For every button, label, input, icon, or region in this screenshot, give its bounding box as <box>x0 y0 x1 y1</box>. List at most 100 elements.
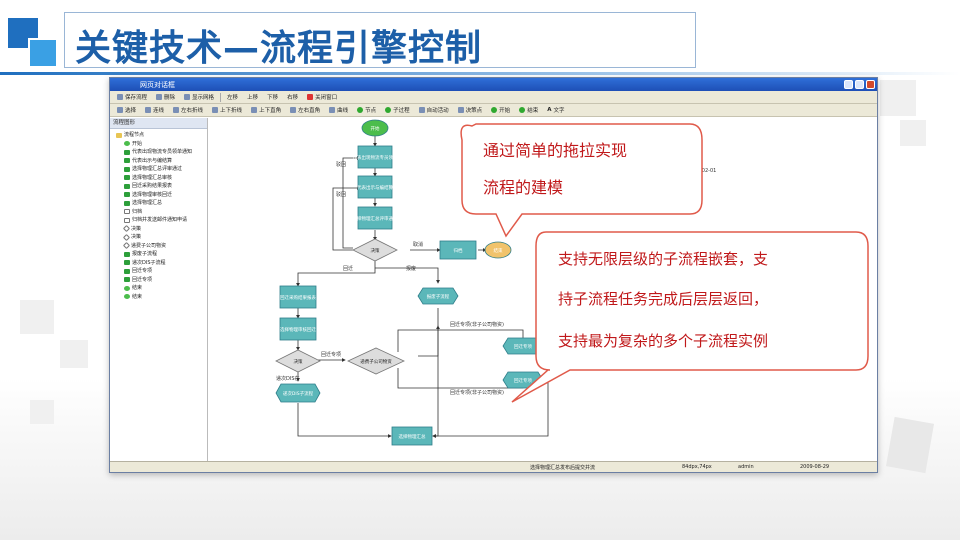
delete-button[interactable]: 删除 <box>153 93 178 101</box>
flow-node-n5[interactable]: 选择物理审核回迁 <box>279 317 316 341</box>
tree-item[interactable]: 选择物理审核回迁 <box>116 191 207 200</box>
node-label: 开始 <box>371 125 380 132</box>
curve-icon <box>329 107 336 113</box>
tool-curve[interactable]: 曲线 <box>326 106 351 114</box>
node-shape <box>439 240 477 260</box>
tree-item[interactable]: 报废子流程 <box>116 250 207 259</box>
move-down-button[interactable]: 下移 <box>264 93 281 101</box>
tree-item-label: 决策 <box>131 225 142 232</box>
status-user: admin <box>738 464 754 470</box>
tool-decision[interactable]: 决策点 <box>455 106 486 114</box>
tool-label: 上下折线 <box>220 108 243 114</box>
tree-item[interactable]: 代表出现物流专员领单通知 <box>116 148 207 157</box>
tree-item[interactable]: 选择物理汇总评审通过 <box>116 165 207 174</box>
tree-item[interactable]: 递次DIS子流程 <box>116 259 207 268</box>
close-window-button[interactable]: 关闭窗口 <box>304 93 340 101</box>
tool-auto-activity[interactable]: 自动活动 <box>416 106 452 114</box>
move-left-button[interactable]: 左移 <box>224 93 241 101</box>
flow-node-n3[interactable]: 选择物理汇总评审通过 <box>353 206 398 230</box>
tool-lr-right-angle[interactable]: 左右直角 <box>287 106 323 114</box>
tree-item[interactable]: 递费子公司物资 <box>116 242 207 251</box>
green-node-icon <box>124 158 130 164</box>
node-shape <box>275 383 321 403</box>
tool-label: 决策点 <box>465 108 483 114</box>
tree-item[interactable]: 决策 <box>116 225 207 234</box>
tool-ud-right-angle[interactable]: 上下直角 <box>248 106 284 114</box>
move-left-label: 左移 <box>227 95 239 101</box>
decor-square <box>900 120 926 146</box>
tool-end[interactable]: 结束 <box>516 106 541 114</box>
tool-lr-polyline[interactable]: 左右折线 <box>170 106 206 114</box>
tool-start[interactable]: 开始 <box>488 106 513 114</box>
edge-label-return-sub: 回迁专项(非子公司物资) <box>450 389 504 396</box>
tree-item[interactable]: 决策 <box>116 233 207 242</box>
tree-item[interactable]: 回迁采购结果报表 <box>116 182 207 191</box>
tree-item[interactable]: 结束 <box>116 284 207 293</box>
flow-node-archive[interactable]: 归档 <box>439 240 477 260</box>
node-shape <box>361 119 389 137</box>
tree-item[interactable]: 回迁专项 <box>116 267 207 276</box>
flow-node-n10[interactable]: 选择物理汇总 <box>391 426 433 446</box>
flow-node-decision2[interactable]: 决策 <box>275 349 321 373</box>
tree-item[interactable]: 结束 <box>116 293 207 302</box>
tree-item[interactable]: 代表出示与编结算 <box>116 157 207 166</box>
status-bar: 选择物理汇总发布后提交并流 84dpx,74px admin 2009-08-2… <box>110 461 877 472</box>
tree-item-label: 归档并发送邮件通知申请 <box>132 217 188 223</box>
tree-item-label: 结束 <box>132 285 143 291</box>
flow-tree-panel: 流程图形 流程节点开始代表出现物流专员领单通知代表出示与编结算选择物理汇总评审通… <box>110 118 208 462</box>
tool-label: 左右折线 <box>181 108 204 114</box>
node-label: 递次DIS子流程 <box>283 390 314 397</box>
tool-line[interactable]: 连线 <box>142 106 167 114</box>
green-node-icon <box>124 183 130 189</box>
tree-item[interactable]: 选择物理汇总审核 <box>116 174 207 183</box>
flow-node-n8[interactable]: 回迁专项 <box>502 337 544 355</box>
tree-item[interactable]: 选择物理汇总 <box>116 199 207 208</box>
maximize-button[interactable] <box>855 80 864 89</box>
tool-subprocess[interactable]: 子过程 <box>382 106 413 114</box>
flow-node-decision3[interactable]: 递费子公司物资 <box>347 347 405 375</box>
flow-node-decision1[interactable]: 决策 <box>352 238 398 262</box>
edge-label-return-dedicated: 回迁专项 <box>321 351 341 358</box>
white-node-icon <box>124 209 130 215</box>
tree-item-label: 回迁采购结果报表 <box>132 183 173 189</box>
flow-node-start[interactable]: 开始 <box>361 119 389 137</box>
close-button[interactable] <box>866 80 875 89</box>
flow-info-date: 发布时间: 2011-02-01 <box>664 167 716 174</box>
tree-item-label: 回迁专项 <box>132 268 153 274</box>
tree-item[interactable]: 归档并发送邮件通知申请 <box>116 216 207 225</box>
show-grid-button[interactable]: 显示网格 <box>181 93 217 101</box>
move-up-button[interactable]: 上移 <box>244 93 261 101</box>
edge-label-dis: 递次DIS在 <box>276 375 300 382</box>
tool-ud-polyline[interactable]: 上下折线 <box>209 106 245 114</box>
tree-item[interactable]: 回迁专项 <box>116 276 207 285</box>
tree-item[interactable]: 流程节点 <box>116 131 207 140</box>
tree-item-label: 回迁专项 <box>132 276 153 283</box>
tree-item[interactable]: 开始 <box>116 140 207 149</box>
node-shape <box>417 287 459 305</box>
close-window-label: 关闭窗口 <box>315 95 338 101</box>
flow-node-n2[interactable]: 代表出示与编结算 <box>357 175 393 199</box>
node-shape <box>357 206 393 230</box>
flow-node-n7[interactable]: 报废子流程 <box>417 287 459 305</box>
green-node-icon <box>124 251 130 257</box>
folder-node-icon <box>116 132 122 138</box>
flow-node-end[interactable]: 结束 <box>484 241 512 259</box>
tool-node[interactable]: 节点 <box>354 106 379 114</box>
flow-node-n4[interactable]: 回迁采购结果报表 <box>279 285 316 309</box>
tree-item-label: 开始 <box>132 140 143 147</box>
flow-node-n6[interactable]: 递次DIS子流程 <box>275 383 321 403</box>
flow-node-n1[interactable]: 代表出现物流专员领单 <box>353 145 398 169</box>
tree-item-label: 代表出示与编结算 <box>132 157 173 164</box>
tool-select[interactable]: 选择 <box>114 106 139 114</box>
move-right-button[interactable]: 右移 <box>284 93 301 101</box>
node-shape <box>357 175 393 199</box>
flow-node-n9[interactable]: 回迁专项 <box>502 371 544 389</box>
save-flow-button[interactable]: 保存流程 <box>114 93 150 101</box>
tree-item[interactable]: 归档 <box>116 208 207 217</box>
tree-item-label: 代表出现物流专员领单通知 <box>132 149 193 155</box>
minimize-button[interactable] <box>844 80 853 89</box>
pointer-icon <box>117 107 123 113</box>
green-node-icon <box>124 166 130 172</box>
flow-canvas[interactable]: 开始代表出现物流专员领单代表出示与编结算选择物理汇总评审通过决策归档结束回迁采购… <box>208 118 877 462</box>
